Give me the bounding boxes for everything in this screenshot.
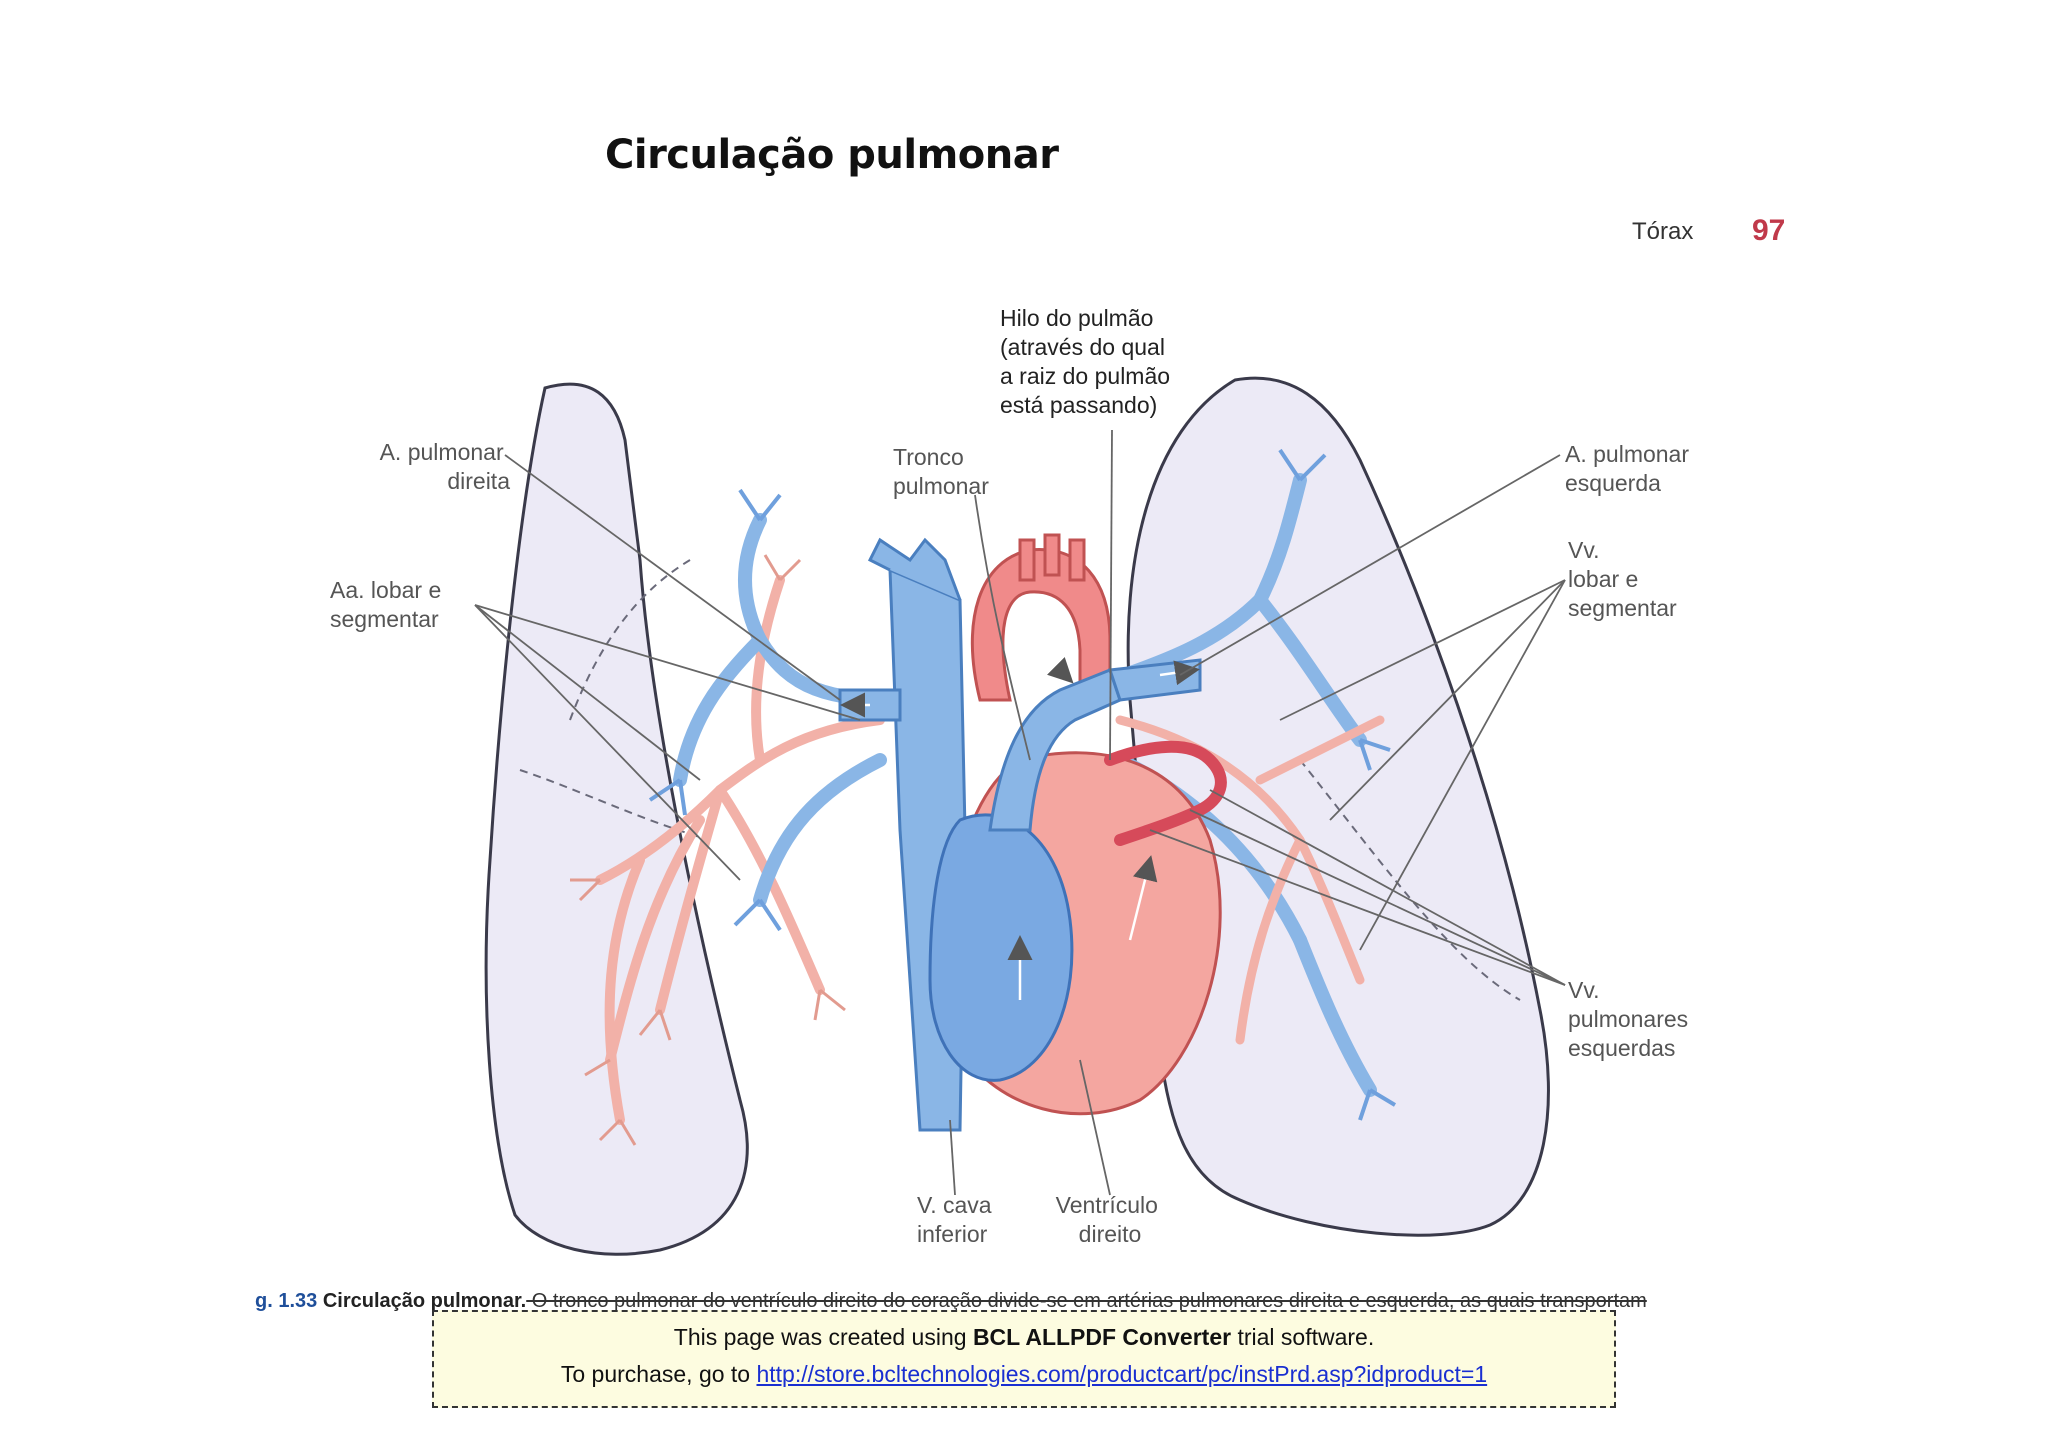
label-a-pulmonar-direita-line2: direita	[447, 468, 510, 494]
label-ventriculo-direito: Ventrículo direito	[1056, 1192, 1165, 1247]
label-hilo: Hilo do pulmão (através do qual a raiz d…	[1000, 305, 1176, 418]
label-ventriculo-line1: Ventrículo	[1056, 1192, 1158, 1218]
right-pulmonary-artery-twigs	[570, 554, 846, 1146]
header-page-number: 97	[1752, 214, 1786, 247]
banner-product-name: BCL ALLPDF Converter	[972, 1324, 1232, 1350]
label-a-pulmonar-direita: A. pulmonar direita	[380, 439, 511, 494]
heart-right-ventricle	[928, 813, 1074, 1082]
label-v-cava-line2: inferior	[917, 1221, 988, 1247]
banner-line1: This page was created using BCL ALLPDF C…	[434, 1324, 1614, 1351]
caption-text: O tronco pulmonar do ventrículo direito …	[526, 1290, 1647, 1312]
header-section-label: Tórax	[1632, 218, 1694, 245]
label-vv-pulmonares-line2: pulmonares	[1568, 1006, 1688, 1032]
label-a-pulmonar-esquerda-line1: A. pulmonar	[1565, 441, 1689, 467]
right-lung	[484, 382, 749, 1256]
label-v-cava-line1: V. cava	[917, 1192, 992, 1218]
banner-line2: To purchase, go to http://store.bcltechn…	[434, 1361, 1614, 1388]
label-a-pulmonar-esquerda-line2: esquerda	[1565, 470, 1661, 496]
label-aa-lobar-line2: segmentar	[330, 606, 439, 632]
label-vv-pulmonares-line1: Vv.	[1568, 977, 1600, 1003]
banner-line1-post: trial software.	[1231, 1324, 1375, 1350]
figure-caption: g. 1.33 Circulação pulmonar. O tronco pu…	[255, 1290, 1647, 1313]
label-hilo-line3: a raiz do pulmão	[1000, 363, 1170, 389]
label-v-cava-inferior: V. cava inferior	[917, 1192, 998, 1247]
label-aa-lobar-line1: Aa. lobar e	[330, 577, 441, 603]
flow-arrows	[840, 619, 1200, 1000]
aortic-branches	[1018, 533, 1086, 582]
brachiocephalic-veins	[867, 537, 962, 601]
label-vv-lobar-line2: lobar e	[1568, 566, 1638, 592]
label-a-pulmonar-esquerda: A. pulmonar esquerda	[1565, 441, 1695, 496]
label-vv-pulmonares-esquerdas: Vv. pulmonares esquerdas	[1568, 977, 1695, 1061]
right-pulmonary-artery-branches	[595, 575, 885, 1125]
label-hilo-line1: Hilo do pulmão	[1000, 305, 1153, 331]
page-title: Circulação pulmonar	[605, 132, 1059, 178]
leader-lines	[474, 429, 1566, 1196]
label-tronco: Tronco pulmonar	[893, 444, 989, 499]
left-pulmonary-vein-twigs	[1278, 448, 1397, 1121]
caption-bold: Circulação pulmonar.	[322, 1290, 527, 1312]
pulmonary-vein-red	[1104, 740, 1227, 846]
label-aa-lobar-segmentar: Aa. lobar e segmentar	[330, 577, 448, 632]
label-vv-lobar-line1: Vv.	[1568, 537, 1600, 563]
label-hilo-line2: (através do qual	[1000, 334, 1165, 360]
label-a-pulmonar-direita-line1: A. pulmonar	[380, 439, 504, 465]
trial-banner: This page was created using BCL ALLPDF C…	[432, 1310, 1616, 1408]
label-hilo-line4: está passando)	[1000, 392, 1157, 418]
label-tronco-line2: pulmonar	[893, 473, 989, 499]
right-pulmonary-vein-twigs	[648, 488, 782, 932]
purchase-link[interactable]: http://store.bcltechnologies.com/product…	[756, 1361, 1488, 1387]
label-ventriculo-line2: direito	[1079, 1221, 1142, 1247]
banner-line1-pre: This page was created using	[673, 1324, 973, 1350]
label-tronco-line1: Tronco	[893, 444, 964, 470]
caption-number: g. 1.33	[255, 1290, 318, 1312]
label-vv-lobar-segmentar: Vv. lobar e segmentar	[1568, 537, 1677, 621]
right-lung-fissure	[519, 559, 711, 841]
label-vv-lobar-line3: segmentar	[1568, 595, 1677, 621]
banner-line2-pre: To purchase, go to	[560, 1361, 757, 1387]
label-vv-pulmonares-line3: esquerdas	[1568, 1035, 1675, 1061]
